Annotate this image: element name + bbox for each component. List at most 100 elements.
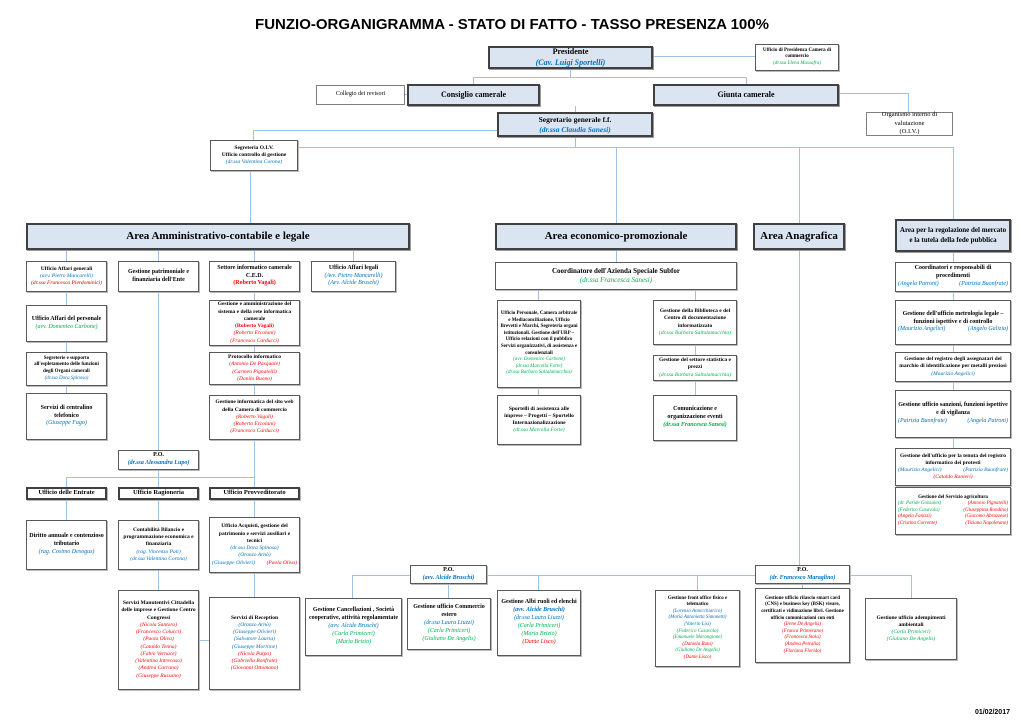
person-name: (Salvatore Lauria) xyxy=(234,636,275,643)
person-name: (Francesco Carducci) xyxy=(230,428,279,435)
person-name: (Giovanni Ottomano) xyxy=(230,665,279,672)
person-name: (Nicola Santoro) xyxy=(140,621,177,628)
person-name: (Oronzo Arnò) xyxy=(238,552,271,559)
person-name: (Patrizia Buonfrate) xyxy=(963,467,1008,473)
person-name: (Antonio Pignatelli) xyxy=(967,501,1008,507)
connector-line xyxy=(953,147,954,219)
footer-date: 01/02/2017 xyxy=(974,709,1010,716)
connector-line xyxy=(254,346,255,352)
box-title: Ufficio Acquisti, gestione del patrimoni… xyxy=(218,523,291,544)
box-title: Organismo interno di valutazione xyxy=(881,111,938,127)
person-name: (Patrizia Buonfrate) xyxy=(959,280,1008,287)
person-name: (Giuseppe Olivieri) xyxy=(212,559,255,566)
connector-line xyxy=(953,345,954,352)
connector-line xyxy=(538,290,539,300)
box-title: Gestione ufficio Commercio estero xyxy=(413,604,485,619)
person-name: (Avv. Alcide Bruschi) xyxy=(328,280,379,287)
person-name: (Angela Fanizzi) xyxy=(898,514,932,520)
connector-line xyxy=(697,575,698,590)
person-name: (Maria Brizio) xyxy=(521,630,557,637)
org-box-gestione-agricoltura: Gestione del Servizio agricoltura(dr. Pa… xyxy=(895,487,1011,535)
org-box-presidente: Presidente(Cav. Luigi Sportelli) xyxy=(488,46,653,69)
person-name: (Maurizio Angelici) xyxy=(931,370,975,377)
connector-line xyxy=(653,56,755,57)
connector-line xyxy=(405,94,407,95)
connector-line xyxy=(199,640,209,641)
org-box-area-amministrativa: Area Amministrativo-contabile e legale xyxy=(26,223,410,250)
name-pair: (Giuseppe Olivieri)(Paola Oliva) xyxy=(212,560,297,567)
person-name: (Andrea Carrano) xyxy=(138,665,179,672)
box-title: Ufficio Affari legali xyxy=(328,264,379,271)
box-title: Contabilità Bilancio e programmazione ec… xyxy=(123,526,194,548)
connector-line xyxy=(66,250,67,261)
person-name: (Antonio De Pasquale) xyxy=(229,361,280,368)
name-pair: (Maurizio Angelici)(Patrizia Buonfrate) xyxy=(898,467,1008,474)
person-name: (dr.ssa Francesca Sanesi) xyxy=(579,276,653,284)
connector-line xyxy=(695,290,696,300)
person-name: (dr.ssa Barbara Saltalamacchia) xyxy=(506,370,572,376)
org-box-gestione-sanzioni: Gestione ufficio sanzioni, funzioni ispe… xyxy=(895,390,1011,438)
org-box-gestione-statistica: Gestione del settore statistica e prezzi… xyxy=(653,355,737,381)
connector-line xyxy=(66,292,67,305)
connector-line xyxy=(254,573,255,597)
box-title: Gestione ufficio sanzioni, funzioni ispe… xyxy=(898,402,1008,417)
org-box-gestione-commercio-estero: Gestione ufficio Commercio estero(dr.ssa… xyxy=(407,598,491,650)
org-box-consiglio-camerale: Consiglio camerale xyxy=(407,84,540,106)
person-name: (avv. Alcide Bruschi) xyxy=(513,607,565,614)
person-name: (Giuliano De Angelis) xyxy=(675,648,720,654)
person-name: (dr.ssa Dora Spinosa) xyxy=(44,375,89,381)
box-title: Gestione Albi ruoli ed elenchi xyxy=(501,599,577,606)
box-title: Servizi di centralino telefonico xyxy=(40,404,93,419)
box-title: Protocollo informatico xyxy=(228,354,281,360)
connector-line xyxy=(250,147,251,223)
connector-line xyxy=(254,477,255,487)
person-name: (dr.ssa Alessandra Lupo) xyxy=(127,460,190,466)
connector-line xyxy=(352,575,911,576)
org-box-servizi-centralino: Servizi di centralino telefonico(Giusepp… xyxy=(26,393,107,440)
person-name: (dr.ssa Marcella Forte) xyxy=(515,363,563,369)
org-box-ufficio-affari-generali: Ufficio Affari generali(avv. Pietro Manc… xyxy=(26,261,107,292)
page-title: FUNZIO-ORGANIGRAMMA - STATO DI FATTO - T… xyxy=(255,16,769,33)
box-title: Gestione ufficio rilascio smart card (CN… xyxy=(761,595,844,621)
person-name: (dr.ssa Barbara Saltalamacchia) xyxy=(659,371,731,378)
box-title: Coordinatori e responsabili di procedime… xyxy=(914,265,992,280)
person-name: (Floriana Florido) xyxy=(783,648,822,654)
person-name: (avv. Domenico Carbone) xyxy=(513,357,565,363)
connector-line xyxy=(538,575,539,590)
person-name: (Nicola Pulpo) xyxy=(238,650,271,657)
connector-line xyxy=(254,385,255,395)
org-box-segretario-generale: Segretario generale f.f.(dr.ssa Claudia … xyxy=(497,112,653,137)
person-name: (Maurizio Angelici) xyxy=(898,326,946,333)
connector-line xyxy=(253,130,497,131)
connector-line xyxy=(908,93,909,112)
box-title: Ufficio delle Entrate xyxy=(38,489,95,497)
person-name: (dr.ssa Valentina Corona) xyxy=(225,159,283,166)
person-name: (Roberto Vagali) xyxy=(235,323,274,329)
org-box-ufficio-personale-camera: Ufficio Personale, Camera arbitrale e Me… xyxy=(497,300,581,388)
person-name: (Fabio Vernace) xyxy=(140,650,177,657)
connector-line xyxy=(840,93,908,94)
org-box-contabilita-bilancio: Contabilità Bilancio e programmazione ec… xyxy=(118,520,199,570)
person-name: (dr.ssa Laura Liuzzi) xyxy=(514,615,564,622)
box-title: Servizi Manutentivi Cittadella delle imp… xyxy=(121,600,196,621)
connector-line xyxy=(473,77,747,78)
person-name: (Giuseppe Olivieri) xyxy=(233,629,276,635)
box-title: Coordinatore dell'Azienda Speciale Subfo… xyxy=(551,266,680,275)
connector-line xyxy=(158,470,159,477)
org-box-po-bruschi: P.O.(avv. Alcide Bruschi) xyxy=(410,565,487,584)
box-title: Gestione dell'ufficio metrologia legale … xyxy=(902,310,1004,325)
connector-line xyxy=(158,570,159,590)
org-box-ufficio-affari-legali: Ufficio Affari legali(Avv. Pietro Mancar… xyxy=(311,261,396,292)
person-name: (Giacomo Abruzzese) xyxy=(964,514,1008,520)
connector-line xyxy=(695,381,696,395)
org-box-giunta-camerale: Giunta camerale xyxy=(653,84,839,106)
person-name: (Roberto Vagali) xyxy=(233,280,276,287)
name-pair: (Federico Casavola)(Giuseppina Rondino) xyxy=(898,508,1008,515)
person-name: (Cristina Corrente) xyxy=(898,520,937,526)
person-name: (Carla Primiceri) xyxy=(427,627,471,634)
person-name: (avv. Pietro Mancarelli) xyxy=(40,272,93,279)
box-title: Area per la regolazione del mercato e la… xyxy=(899,226,1007,244)
connector-line xyxy=(953,438,954,448)
person-name: (dr.ssa Francesca Sanesi) xyxy=(663,421,727,428)
